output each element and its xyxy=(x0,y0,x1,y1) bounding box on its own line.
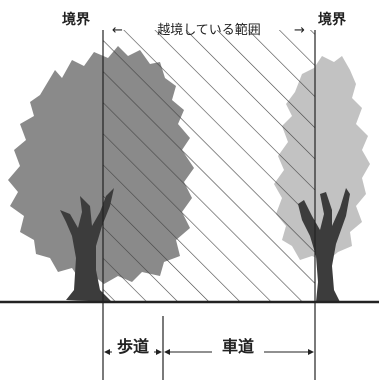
roadway-label: 車道 xyxy=(222,337,254,356)
arrow-right: → xyxy=(294,23,305,38)
boundary-label-right: 境界 xyxy=(318,11,347,28)
encroachment-hatch xyxy=(103,30,315,302)
arrow-left: ← xyxy=(112,23,123,38)
right-tree-trunk xyxy=(298,188,350,302)
left-tree-trunk xyxy=(60,188,114,302)
encroach-range-label: 越境している範囲 xyxy=(157,23,261,38)
boundary-label-left: 境界 xyxy=(62,11,91,28)
sidewalk-label: 歩道 xyxy=(117,337,149,356)
